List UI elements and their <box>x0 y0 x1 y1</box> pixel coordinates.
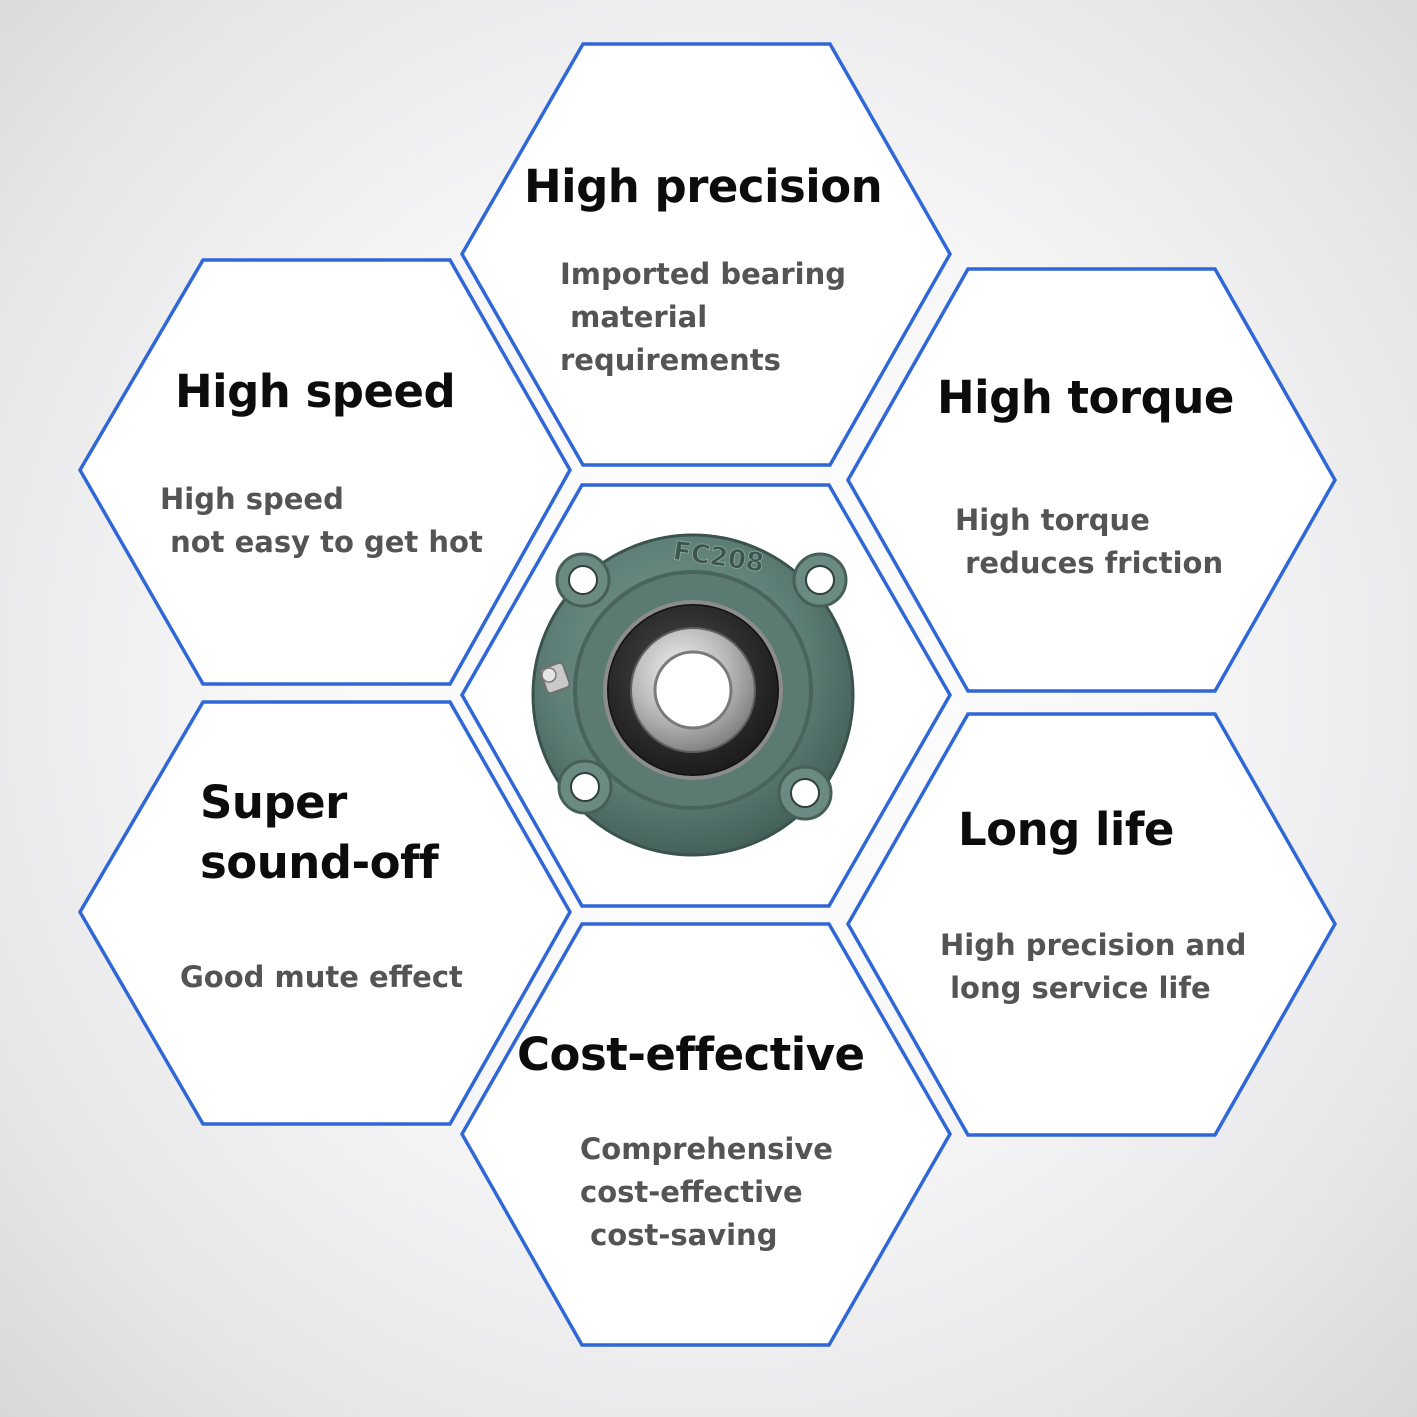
high-precision-title: High precision <box>524 160 883 213</box>
desc-line: cost-saving <box>580 1218 778 1252</box>
desc-line: material <box>560 300 708 334</box>
super-sound-off-title: Super sound-off <box>200 773 439 893</box>
high-precision-description: Imported bearing material requirements <box>560 253 846 382</box>
hex-high-precision <box>459 42 953 467</box>
desc-line: requirements <box>560 343 781 377</box>
high-speed-title: High speed <box>175 365 456 418</box>
super-sound-off-description: Good mute effect <box>180 956 463 999</box>
hex-high-speed <box>77 258 573 686</box>
cost-effective-title: Cost-effective <box>517 1028 865 1081</box>
desc-line: Imported bearing <box>560 257 847 291</box>
hex-high-torque <box>845 267 1338 693</box>
desc-line: High speed <box>160 482 344 516</box>
cost-effective-description: Comprehensive cost-effective cost-saving <box>580 1128 833 1257</box>
high-torque-title: High torque <box>937 371 1234 424</box>
high-speed-description: High speed not easy to get hot <box>160 478 483 564</box>
desc-line: High torque <box>955 503 1150 537</box>
desc-line: cost-effective <box>580 1175 803 1209</box>
title-line: sound-off <box>200 836 439 889</box>
desc-line: High precision and <box>940 928 1247 962</box>
desc-line: Comprehensive <box>580 1132 833 1166</box>
hex-long-life <box>845 712 1338 1137</box>
hex-cost-effective <box>459 922 953 1347</box>
high-torque-description: High torque reduces friction <box>955 499 1223 585</box>
long-life-description: High precision and long service life <box>940 924 1246 1010</box>
desc-line: long service life <box>940 971 1211 1005</box>
desc-line: reduces friction <box>955 546 1224 580</box>
grease-nipple-icon <box>539 661 571 695</box>
long-life-title: Long life <box>958 803 1174 856</box>
flange-bearing-unit-icon: FC208 <box>531 533 855 857</box>
hex-super-sound-off <box>77 700 573 1126</box>
desc-line: Good mute effect <box>180 960 463 994</box>
title-line: Super <box>200 776 347 829</box>
desc-line: not easy to get hot <box>160 525 483 559</box>
